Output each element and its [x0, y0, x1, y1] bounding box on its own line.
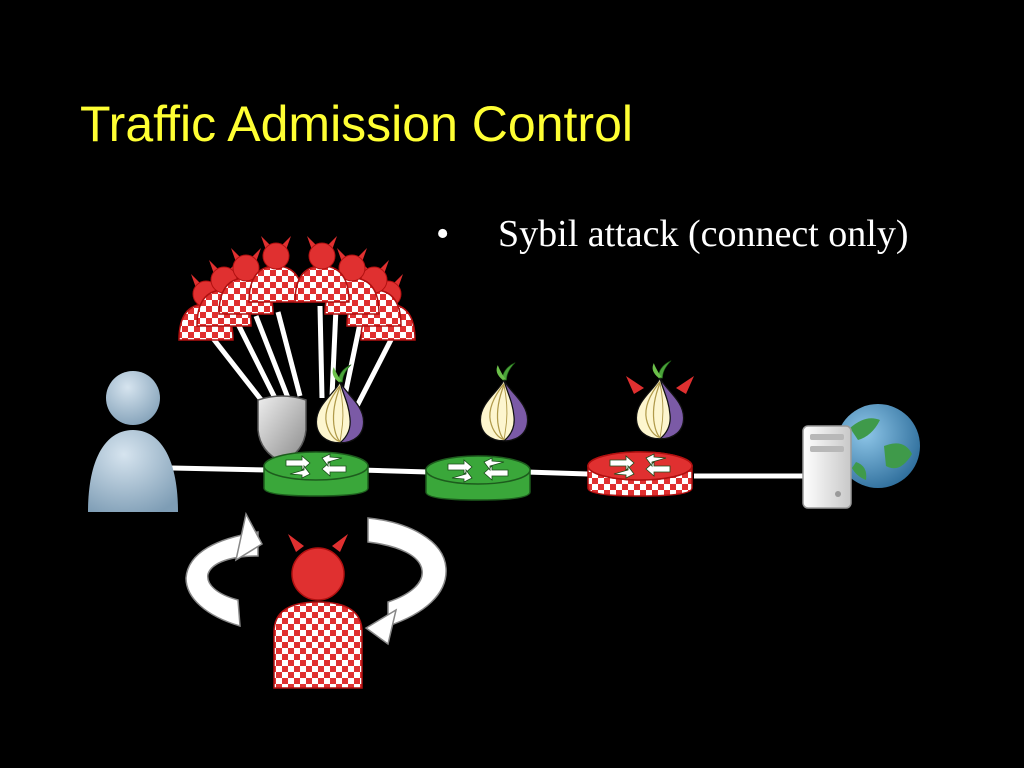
- middle-router: [425, 362, 531, 501]
- bullet-marker: •: [436, 213, 450, 255]
- shield-icon: [257, 395, 307, 463]
- user-icon: [88, 371, 178, 512]
- router-icon: [587, 451, 693, 497]
- server-icon: [802, 425, 852, 509]
- router-icon: [425, 455, 531, 501]
- slide-title: Traffic Admission Control: [80, 96, 633, 152]
- bullet-text: Sybil attack (connect only): [498, 213, 909, 255]
- circuit-line: [171, 465, 806, 479]
- sybil-attackers: [178, 235, 416, 341]
- sybil-connection-lines: [206, 305, 399, 410]
- bullet-item: • Sybil attack (connect only): [436, 208, 909, 260]
- cycle-arrows-icon: [185, 511, 447, 646]
- router-icon: [263, 451, 369, 497]
- devil-icon: [273, 534, 363, 689]
- globe-icon: [836, 404, 920, 488]
- onion-icon: [635, 360, 685, 440]
- malicious-exit-router: [587, 360, 694, 497]
- guard-router: [257, 364, 369, 497]
- onion-icon: [479, 362, 529, 442]
